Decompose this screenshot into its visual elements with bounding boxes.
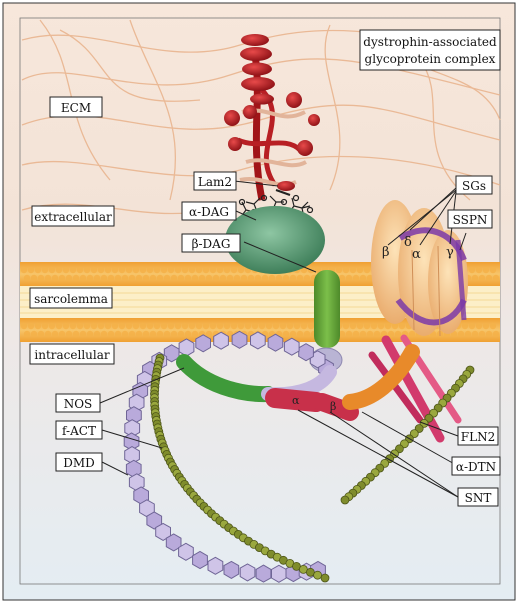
dmd-hexagon <box>251 332 266 349</box>
label-alpha-dtn: α-DTN <box>452 457 500 475</box>
actin-bead <box>306 568 314 576</box>
label-intracellular: intracellular <box>30 344 114 364</box>
svg-text:extracellular: extracellular <box>34 210 112 224</box>
svg-text:NOS: NOS <box>64 397 93 411</box>
sg-alpha-letter: α <box>412 247 421 262</box>
label-alpha-dag: α-DAG <box>182 202 236 220</box>
svg-text:sarcolemma: sarcolemma <box>34 292 108 306</box>
label-extracellular: extracellular <box>32 206 114 226</box>
label-fln2: FLN2 <box>458 427 498 445</box>
dmd-hexagon <box>240 564 255 581</box>
beta-dag-protein <box>314 270 340 348</box>
dmd-hexagon <box>179 543 194 560</box>
dmd-hexagon <box>208 557 223 574</box>
dmd-hexagon <box>193 552 208 569</box>
actin-bead <box>321 574 329 582</box>
label-ecm: ECM <box>50 97 102 117</box>
svg-text:intracellular: intracellular <box>34 348 109 362</box>
dmd-hexagon <box>256 565 271 582</box>
dmd-hexagon <box>232 331 247 348</box>
svg-text:SNT: SNT <box>465 491 492 505</box>
dmd-hexagon <box>196 335 211 352</box>
sg-beta-letter: β <box>382 245 390 260</box>
sg-gamma-letter: γ <box>446 245 454 260</box>
label-dmd: DMD <box>56 453 102 471</box>
title-line-2: glycoprotein complex <box>365 52 496 66</box>
label-sspn: SSPN <box>448 210 492 228</box>
dmd-hexagon <box>214 332 229 349</box>
label-f-act: f-ACT <box>56 421 102 439</box>
snt-alpha-letter: α <box>292 394 300 407</box>
actin-bead <box>341 496 349 504</box>
label-lam2: Lam2 <box>194 172 236 190</box>
label-sarcolemma: sarcolemma <box>30 288 112 308</box>
dmd-hexagon <box>299 344 314 361</box>
svg-text:FLN2: FLN2 <box>461 430 495 444</box>
svg-text:α-DAG: α-DAG <box>189 205 229 219</box>
svg-text:ECM: ECM <box>61 101 91 115</box>
title-line-1: dystrophin-associated <box>363 35 497 49</box>
svg-text:SGs: SGs <box>462 179 486 193</box>
svg-text:DMD: DMD <box>63 456 95 470</box>
dmd-hexagon <box>284 338 299 355</box>
label-sgs: SGs <box>456 176 492 194</box>
svg-text:SSPN: SSPN <box>453 213 488 227</box>
title-label: dystrophin-associated glycoprotein compl… <box>360 30 500 70</box>
label-snt: SNT <box>458 488 498 506</box>
label-nos: NOS <box>56 394 100 412</box>
dmd-hexagon <box>272 565 287 582</box>
snt-beta-letter: β <box>330 400 336 413</box>
sg-delta-letter: δ <box>404 235 412 250</box>
dmd-hexagon <box>268 334 283 351</box>
svg-text:f-ACT: f-ACT <box>62 424 96 438</box>
dmd-hexagon <box>179 339 194 356</box>
svg-text:Lam2: Lam2 <box>198 175 232 189</box>
dmd-hexagon <box>224 561 239 578</box>
svg-text:β-DAG: β-DAG <box>192 237 231 251</box>
actin-bead <box>314 571 322 579</box>
svg-text:α-DTN: α-DTN <box>456 460 496 474</box>
label-beta-dag: β-DAG <box>182 234 240 252</box>
